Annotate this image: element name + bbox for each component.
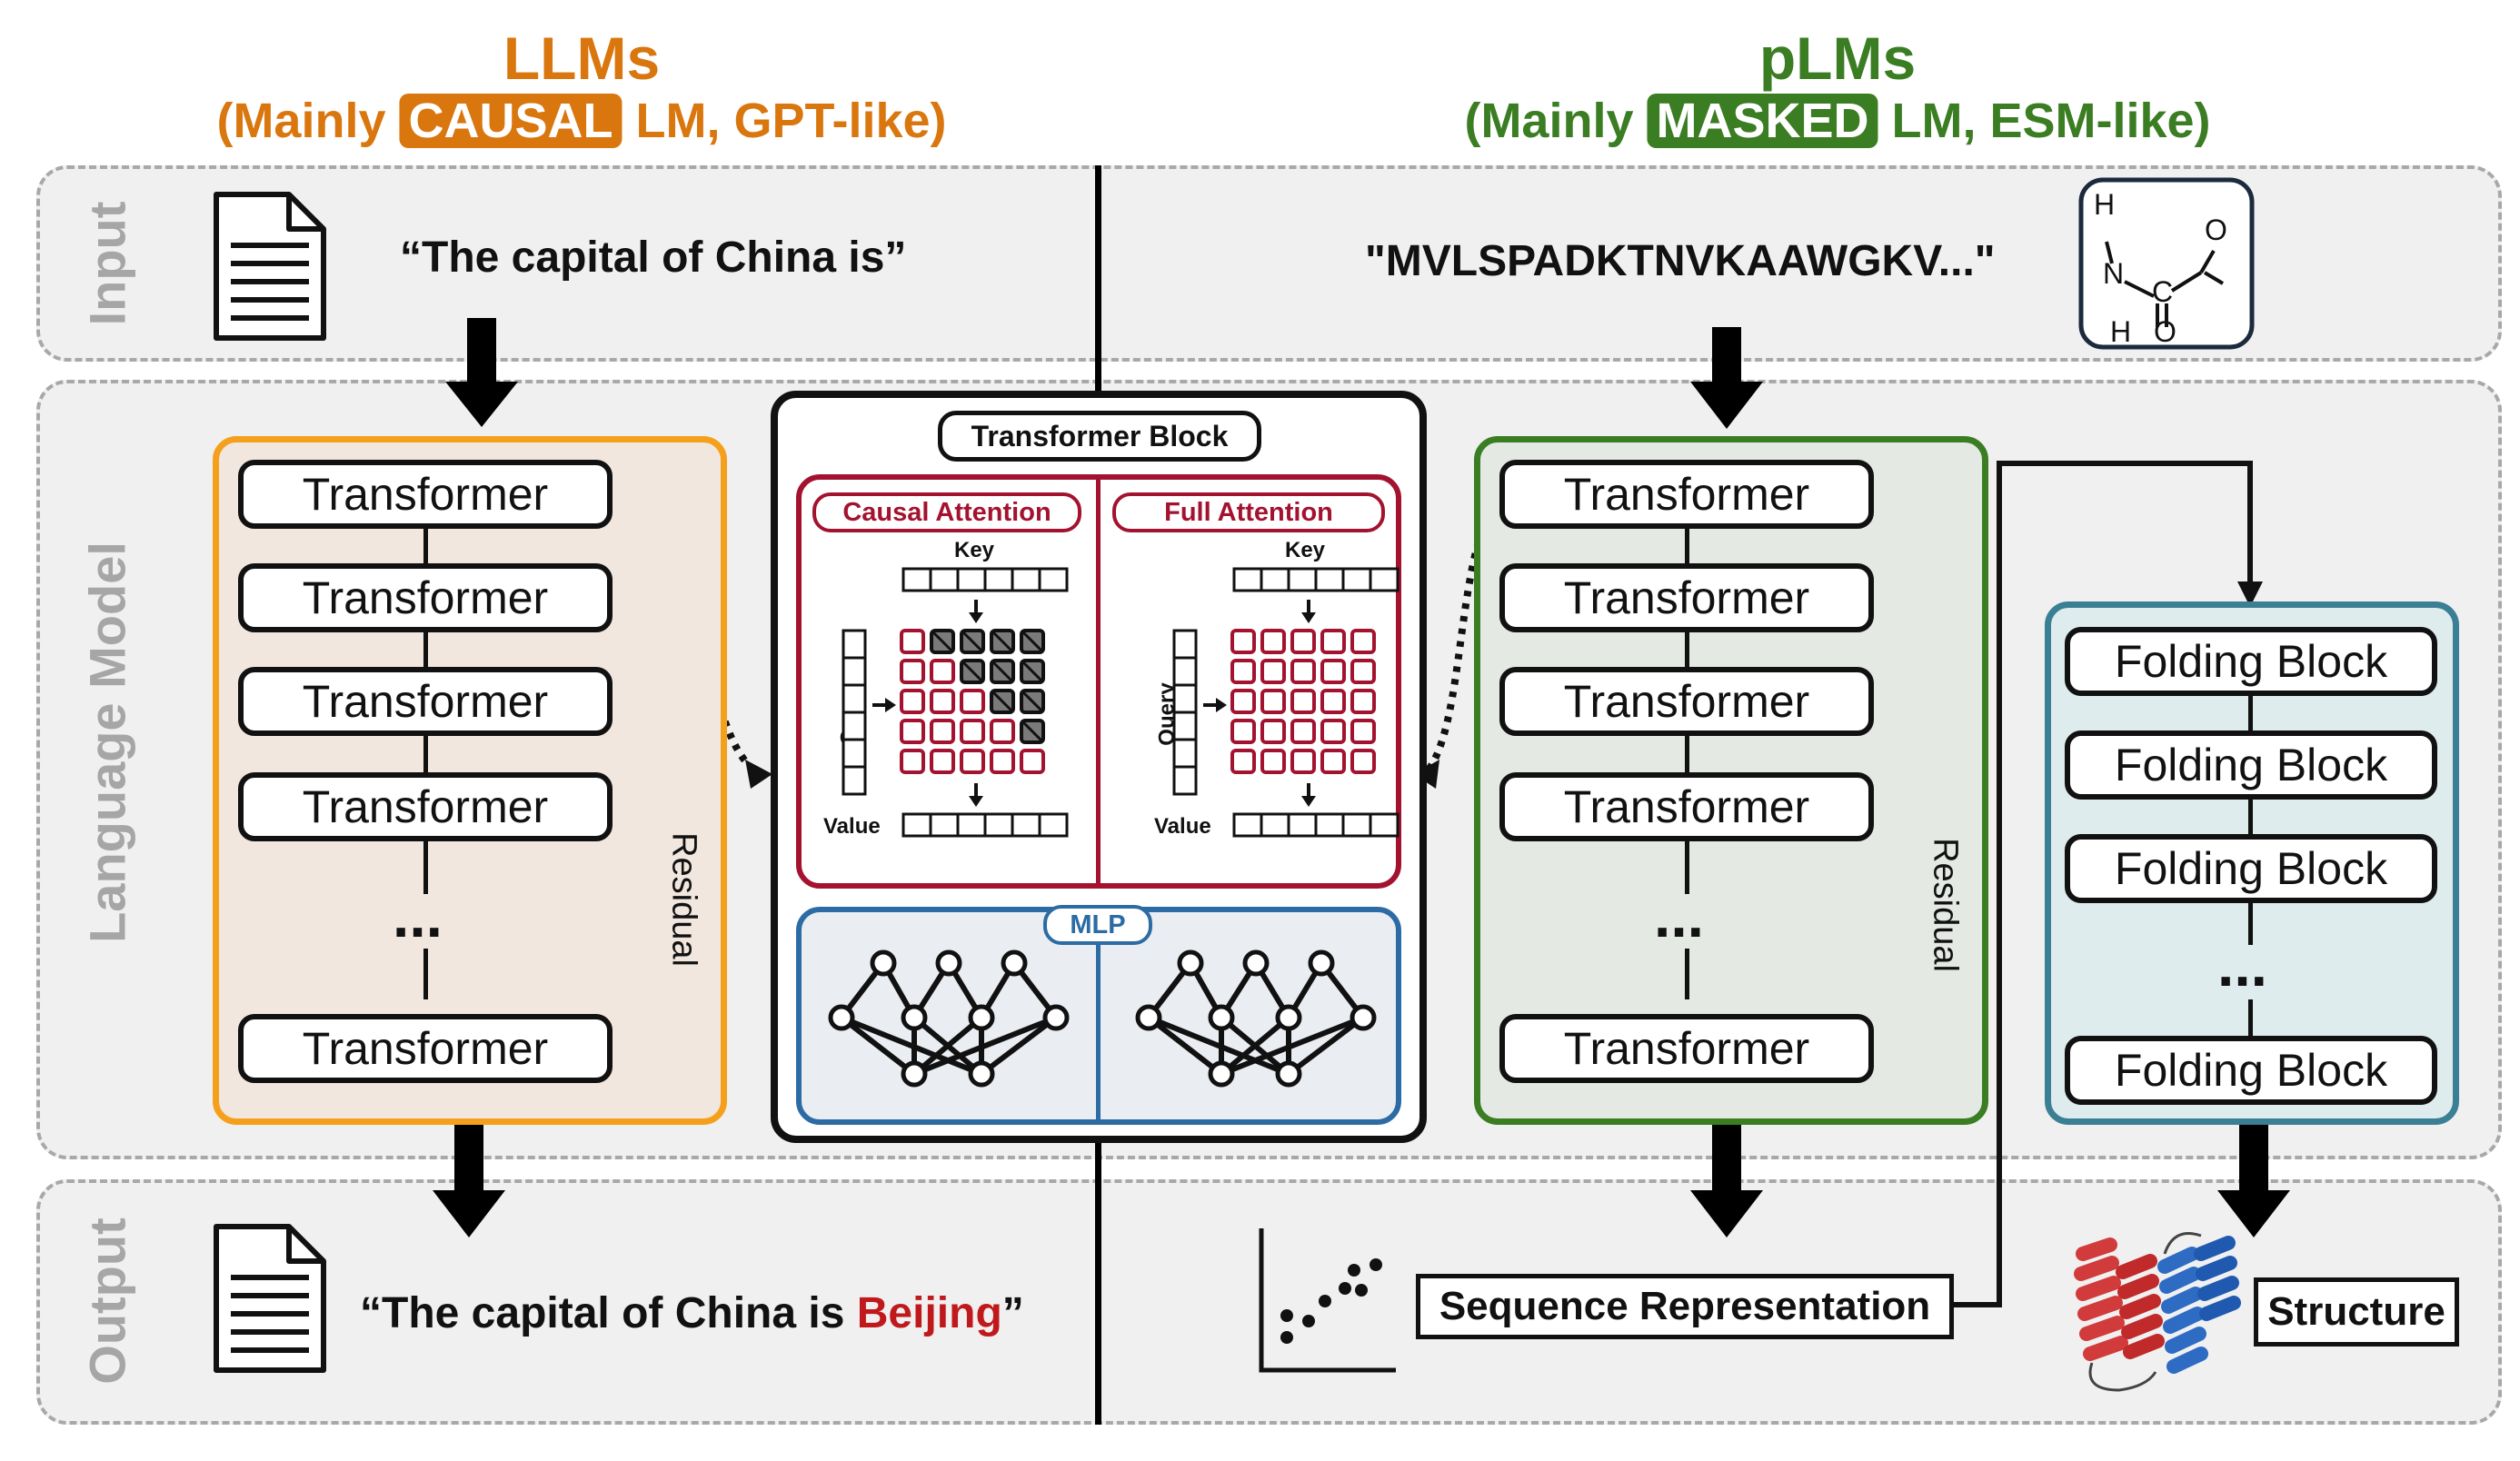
molecule-o-bottom: O [2154,315,2176,348]
plm-transformer-layer-2: Transformer [1499,563,1874,632]
representation-to-folding-line [1952,461,2253,1307]
llm-residual-label: Residual [664,832,703,967]
llm-output-arrow [433,1125,505,1237]
folding-block-2: Folding Block [2065,730,2437,800]
folding-input-arrowhead [2237,581,2263,607]
llm-transformer-layer-5: Transformer [238,1014,613,1083]
mlp-divider [1096,909,1101,1123]
folding-ellipsis: ... [2217,931,2268,999]
transformer-block-title: Transformer Block [938,411,1261,462]
causal-attention-title: Causal Attention [812,492,1081,532]
causal-highlight: CAUSAL [399,94,623,148]
plm-transformer-layer-3: Transformer [1499,667,1874,736]
molecule-h-bottom: H [2110,315,2131,348]
llm-subtitle-post: LM, GPT-like) [622,94,947,148]
llm-input-arrow [445,318,518,427]
llm-input-text: “The capital of China is” [400,234,907,282]
causal-value-label: Value [823,814,881,839]
plm-subtitle-pre: (Mainly [1464,94,1648,148]
output-document-icon [214,1224,326,1373]
llm-transformer-layer-4: Transformer [238,772,613,841]
full-query-label: Query [1154,682,1180,746]
causal-key-label: Key [954,538,995,562]
plm-stack-ellipsis: ... [1654,882,1705,949]
folding-ellipsis-bg [2216,945,2286,999]
molecule-h-top: H [2094,188,2115,221]
full-attention-title: Full Attention [1112,492,1385,532]
plm-input-arrow [1690,327,1763,429]
scatter-plot-icon [1259,1228,1396,1373]
plm-title: pLMs [1758,25,1917,92]
folding-output-arrow [2217,1125,2290,1237]
masked-highlight: MASKED [1647,94,1878,148]
full-value-label: Value [1154,814,1211,839]
full-key-label: Key [1285,538,1326,562]
plm-transformer-layer-4: Transformer [1499,772,1874,841]
plm-dotted-arrowhead [1414,760,1439,789]
molecule-o-right: O [2205,214,2227,246]
attention-divider [1096,476,1101,887]
document-icon [214,192,326,341]
folding-block-1: Folding Block [2065,627,2437,696]
llm-transformer-layer-2: Transformer [238,563,613,632]
structure-box: Structure [2254,1277,2459,1347]
protein-input-text: "MVLSPADKTNVKAAWGKV..." [1365,237,1996,285]
llm-subtitle: (Mainly CAUSAL LM, GPT-like) [216,93,947,149]
amino-acid-molecule-icon: H N C O O H [2078,177,2255,350]
plm-ellipsis-bg [1652,894,1723,949]
llm-title: LLMs [503,25,661,92]
plm-stack-spine [1685,518,1689,999]
plm-residual-label: Residual [1926,838,1965,972]
llm-transformer-layer-3: Transformer [238,667,613,736]
causal-query-label: Query [836,682,862,746]
plm-subtitle-post: LM, ESM-like) [1878,94,2211,148]
plm-subtitle: (Mainly MASKED LM, ESM-like) [1464,93,2211,149]
llm-stack-ellipsis: ... [393,882,443,949]
plm-output-arrow [1690,1125,1763,1237]
llm-stack-spine [423,518,428,999]
llm-subtitle-pre: (Mainly [216,94,400,148]
llm-ellipsis-bg [391,894,462,949]
protein-structure-icon [2074,1232,2241,1392]
llm-dotted-arrowhead [745,760,772,789]
plm-transformer-layer-5: Transformer [1499,1014,1874,1083]
folding-block-3: Folding Block [2065,834,2437,903]
llm-output-post: ” [1001,1289,1024,1337]
molecule-n: N [2103,257,2124,290]
llm-output-pre: “The capital of China is [360,1289,857,1337]
molecule-c: C [2152,275,2173,308]
output-band [36,1179,2502,1425]
mlp-label: MLP [1043,905,1152,945]
sequence-representation-box: Sequence Representation [1416,1274,1954,1339]
llm-output-text: “The capital of China is Beijing” [360,1288,1024,1338]
llm-transformer-layer-1: Transformer [238,460,613,529]
plm-transformer-layer-1: Transformer [1499,460,1874,529]
folding-block-4: Folding Block [2065,1036,2437,1105]
llm-output-answer: Beijing [856,1289,1002,1337]
